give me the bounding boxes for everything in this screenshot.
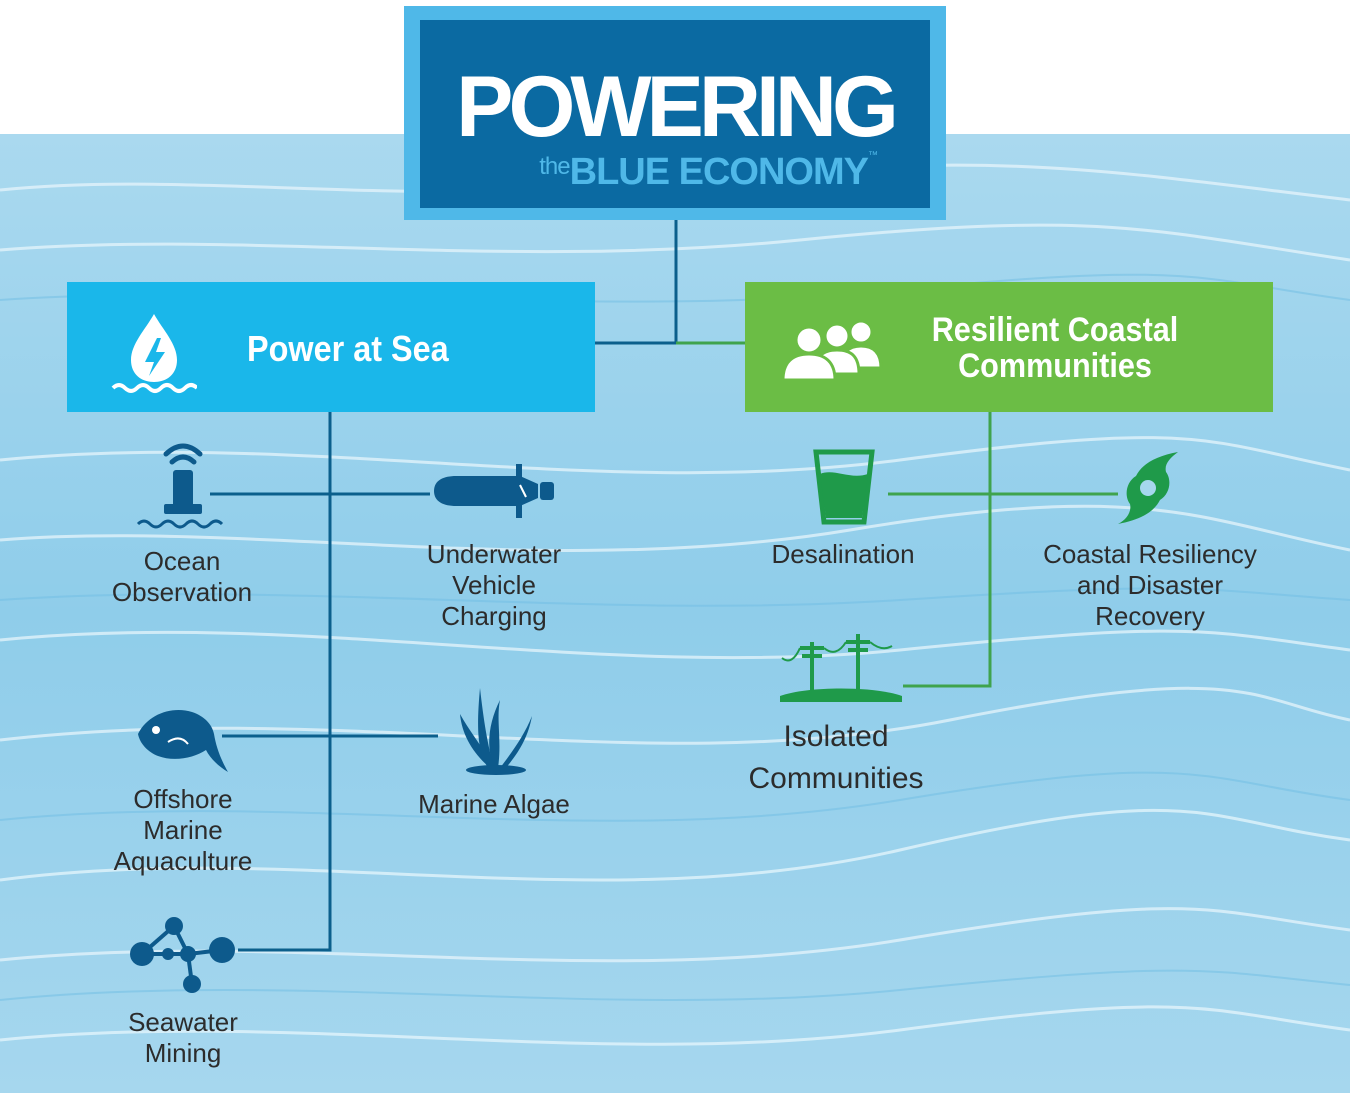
- algae-icon: [448, 684, 540, 776]
- hurricane-icon: [1116, 450, 1180, 526]
- marine-algae-label: Marine Algae: [398, 789, 590, 820]
- category-label: Power at Sea: [247, 328, 449, 370]
- water-drop-lightning-icon: [111, 312, 197, 394]
- title-inner-panel: POWERING theBLUE ECONOMY™: [420, 20, 930, 208]
- desalination-label: Desalination: [748, 539, 938, 570]
- island-power-lines-icon: [778, 632, 904, 706]
- isolated-communities-label: Isolated Communities: [730, 716, 942, 800]
- underwater-vehicle-charging-label: Underwater Vehicle Charging: [398, 539, 590, 632]
- offshore-marine-aquaculture-label: Offshore Marine Aquaculture: [92, 784, 274, 877]
- seawater-mining-label: Seawater Mining: [92, 1007, 274, 1069]
- title-main-text: POWERING: [420, 64, 930, 150]
- water-glass-icon: [810, 448, 878, 526]
- underwater-vehicle-icon: [428, 460, 558, 522]
- title-banner: POWERING theBLUE ECONOMY™: [404, 6, 946, 220]
- title-sub-text: BLUE ECONOMY: [570, 151, 868, 193]
- category-label: Resilient Coastal Communities: [911, 312, 1199, 384]
- coastal-resiliency-label: Coastal Resiliency and Disaster Recovery: [1024, 539, 1276, 632]
- category-power-at-sea: Power at Sea: [67, 282, 595, 412]
- fish-icon: [134, 698, 232, 778]
- title-trademark: ™: [868, 150, 878, 161]
- people-group-icon: [779, 316, 883, 382]
- title-to-sea-connector: [595, 210, 676, 343]
- title-subtitle: theBLUE ECONOMY™: [539, 150, 878, 194]
- buoy-antenna-icon: [136, 440, 230, 530]
- ocean-observation-label: Ocean Observation: [92, 546, 272, 608]
- molecule-network-icon: [128, 914, 238, 994]
- category-resilient-coastal-communities: Resilient Coastal Communities: [745, 282, 1273, 412]
- title-sub-prefix: the: [539, 153, 569, 180]
